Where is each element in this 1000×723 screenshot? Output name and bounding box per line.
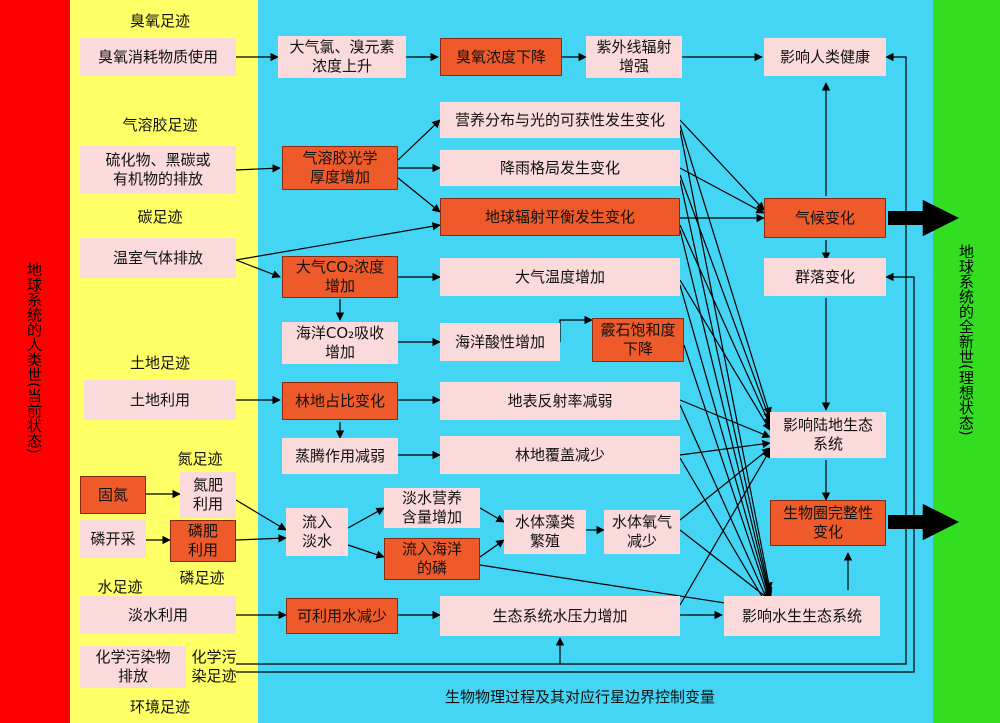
sulfide-emission-box: 硫化物、黑碳或 有机物的排放 [80, 146, 236, 194]
process-band-caption: 生物物理过程及其对应行星边界控制变量 [444, 688, 715, 706]
ocean-acidity-box: 海洋酸性增加 [440, 323, 560, 361]
climate-change-box: 气候变化 [764, 198, 886, 238]
available-water-box: 可利用水减少 [286, 598, 398, 634]
carbon-footprint-label: 碳足迹 [137, 208, 183, 226]
aquatic-ecosystem-box: 影响水生生态系统 [724, 596, 880, 636]
forest-share-change-box: 林地占比变化 [282, 382, 398, 420]
phosphorus-footprint-label: 磷足迹 [179, 569, 225, 587]
biosphere-integrity-box: 生物圈完整性 变化 [770, 500, 886, 546]
nitrogen-footprint-label: 氮足迹 [177, 450, 223, 468]
ocean-co2-uptake-box: 海洋CO₂吸收 增加 [282, 322, 398, 364]
ozone-footprint-label: 臭氧足迹 [129, 12, 190, 30]
algae-bloom-box: 水体藻类 繁殖 [504, 510, 586, 554]
atmospheric-co2-box: 大气CO₂浓度 增加 [282, 256, 398, 298]
ideal-state-band [933, 0, 1000, 723]
land-use-box: 土地利用 [84, 380, 236, 420]
water-stress-box: 生态系统水压力增加 [440, 596, 680, 636]
terrestrial-ecosystem-box: 影响陆地生态 系统 [770, 412, 886, 458]
chlorine-bromine-box: 大气氯、溴元素 浓度上升 [278, 36, 406, 78]
ocean-phosphorus-box: 流入海洋 的磷 [384, 538, 480, 580]
aerosol-optical-depth-box: 气溶胶光学 厚度增加 [282, 146, 398, 190]
aragonite-saturation-box: 霰石饱和度 下降 [592, 318, 684, 362]
uv-increase-box: 紫外线辐射 增强 [586, 36, 682, 78]
right-side-label: 地球系统的全新世(理想状态) [957, 244, 975, 436]
ghg-emission-box: 温室气体排放 [80, 238, 236, 278]
radiation-balance-box: 地球辐射平衡发生变化 [440, 198, 680, 236]
community-change-box: 群落变化 [764, 258, 886, 296]
freshwater-nutrient-box: 淡水营养 含量增加 [384, 488, 480, 528]
water-footprint-label: 水足迹 [97, 578, 143, 596]
phosphorus-mining-box: 磷开采 [80, 520, 146, 558]
nitrogen-fertilizer-box: 氮肥 利用 [180, 472, 236, 518]
transpiration-decrease-box: 蒸腾作用减弱 [282, 438, 398, 474]
environment-footprint-label: 环境足迹 [129, 698, 190, 716]
albedo-decrease-box: 地表反射率减弱 [440, 382, 680, 420]
human-state-band [0, 0, 70, 723]
phosphorus-fertilizer-box: 磷肥 利用 [170, 520, 236, 562]
freshwater-use-box: 淡水利用 [80, 596, 236, 634]
forest-cover-decrease-box: 林地覆盖减少 [440, 436, 680, 474]
land-footprint-label: 土地足迹 [129, 354, 190, 372]
ozone-decrease-box: 臭氧浓度下降 [440, 38, 562, 76]
aerosol-footprint-label: 气溶胶足迹 [122, 116, 198, 134]
left-side-label: 地球系统的人类世(当前状态) [25, 262, 43, 454]
ods-use-box: 臭氧消耗物质使用 [80, 38, 236, 76]
rainfall-pattern-box: 降雨格局发生变化 [440, 150, 680, 186]
chemical-emission-box: 化学污染物 排放 [80, 646, 186, 688]
nutrient-light-box: 营养分布与光的可获性发生变化 [440, 102, 680, 138]
temperature-increase-box: 大气温度增加 [440, 258, 680, 296]
chemical-footprint-label: 化学污 染足迹 [191, 648, 237, 685]
nitrogen-fixation-box: 固氮 [80, 476, 146, 514]
oxygen-decrease-box: 水体氧气 减少 [604, 510, 680, 554]
freshwater-inflow-box: 流入 淡水 [286, 508, 348, 556]
human-health-box: 影响人类健康 [764, 38, 886, 76]
